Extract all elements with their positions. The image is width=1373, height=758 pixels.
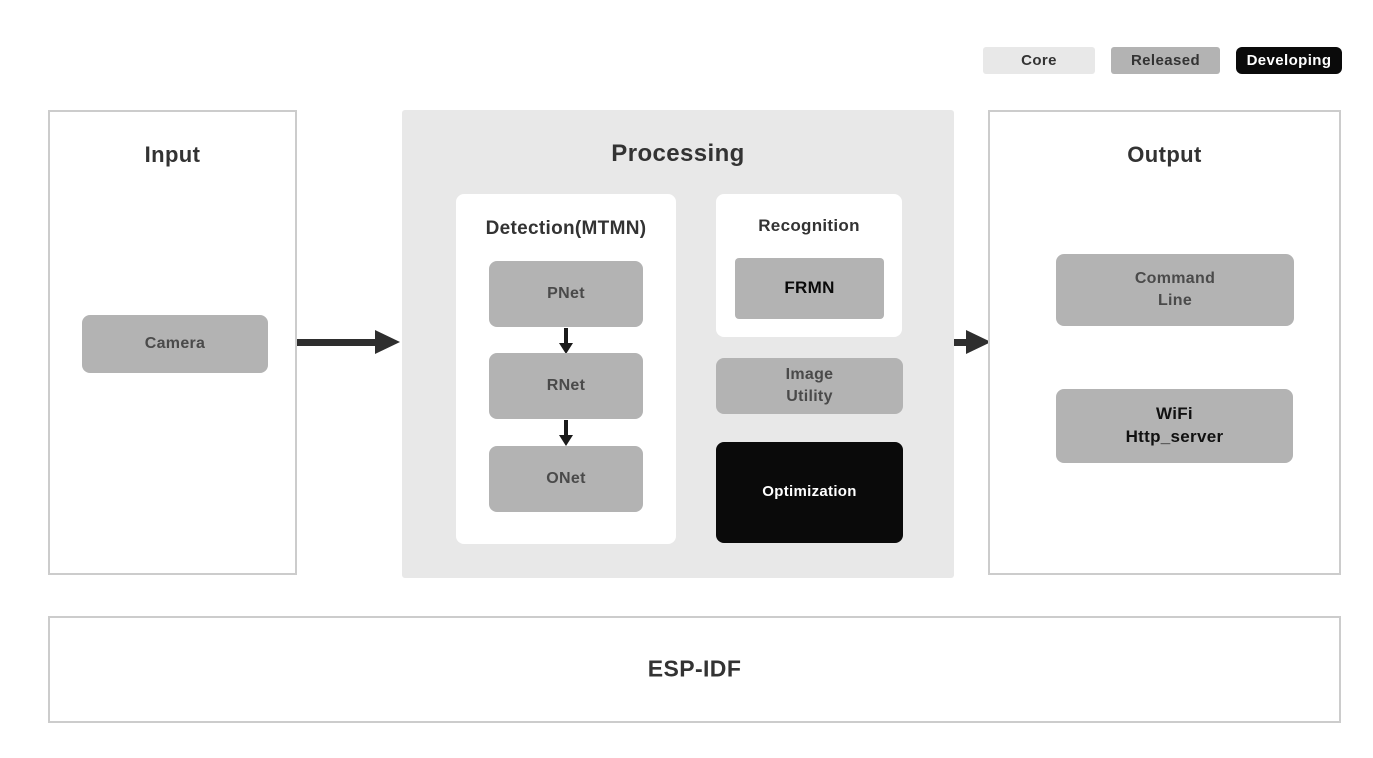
node-optimization: Optimization (716, 442, 903, 543)
legend-core-badge: Core (983, 47, 1095, 74)
processing-section: Processing Detection(MTMN) PNet RNet ONe… (402, 110, 954, 578)
node-label-line: Command (1134, 270, 1216, 288)
arrow-head (375, 330, 400, 354)
input-section-title: Input (144, 142, 201, 167)
node-label-line: Image (785, 366, 834, 384)
node-label-line: Http_server (1125, 427, 1224, 446)
node-wifi-http-server: WiFi Http_server (1056, 389, 1293, 463)
arrow-shaft (564, 420, 568, 436)
node-label-line: WiFi (1156, 404, 1193, 424)
arrow-head (559, 343, 573, 354)
arrow-shaft (297, 339, 377, 346)
output-section-title: Output (1127, 142, 1202, 167)
legend-released-badge: Released (1111, 47, 1220, 74)
arrow-processing-to-output (954, 330, 991, 354)
recognition-group: Recognition FRMN (716, 194, 902, 337)
node-image-utility: Image Utility (716, 358, 903, 414)
node-onet: ONet (489, 446, 643, 512)
node-label-line: Utility (786, 388, 833, 405)
node-label-line: Line (1157, 292, 1193, 309)
arrow-head (559, 435, 573, 446)
detection-group-title: Detection(MTMN) (485, 218, 647, 239)
esp-idf-section-title: ESP-IDF (647, 654, 742, 681)
node-rnet: RNet (489, 353, 643, 419)
node-command-line: Command Line (1056, 254, 1294, 326)
node-frmn: FRMN (735, 258, 884, 319)
arrow-shaft (954, 339, 969, 346)
processing-section-title: Processing (611, 140, 745, 167)
arrow-rnet-to-onet (559, 420, 573, 446)
node-pnet: PNet (489, 261, 643, 327)
arrow-pnet-to-rnet (559, 328, 573, 354)
input-section: Input Camera (48, 110, 297, 575)
arrow-head (966, 330, 991, 354)
arrow-shaft (564, 328, 568, 344)
detection-group: Detection(MTMN) PNet RNet ONet (456, 194, 676, 544)
recognition-group-title: Recognition (758, 216, 860, 235)
legend-developing-badge: Developing (1236, 47, 1342, 74)
output-section: Output Command Line WiFi Http_server (988, 110, 1341, 575)
arrow-input-to-processing (297, 330, 400, 354)
esp-idf-section: ESP-IDF (48, 616, 1341, 723)
node-camera: Camera (82, 315, 268, 373)
